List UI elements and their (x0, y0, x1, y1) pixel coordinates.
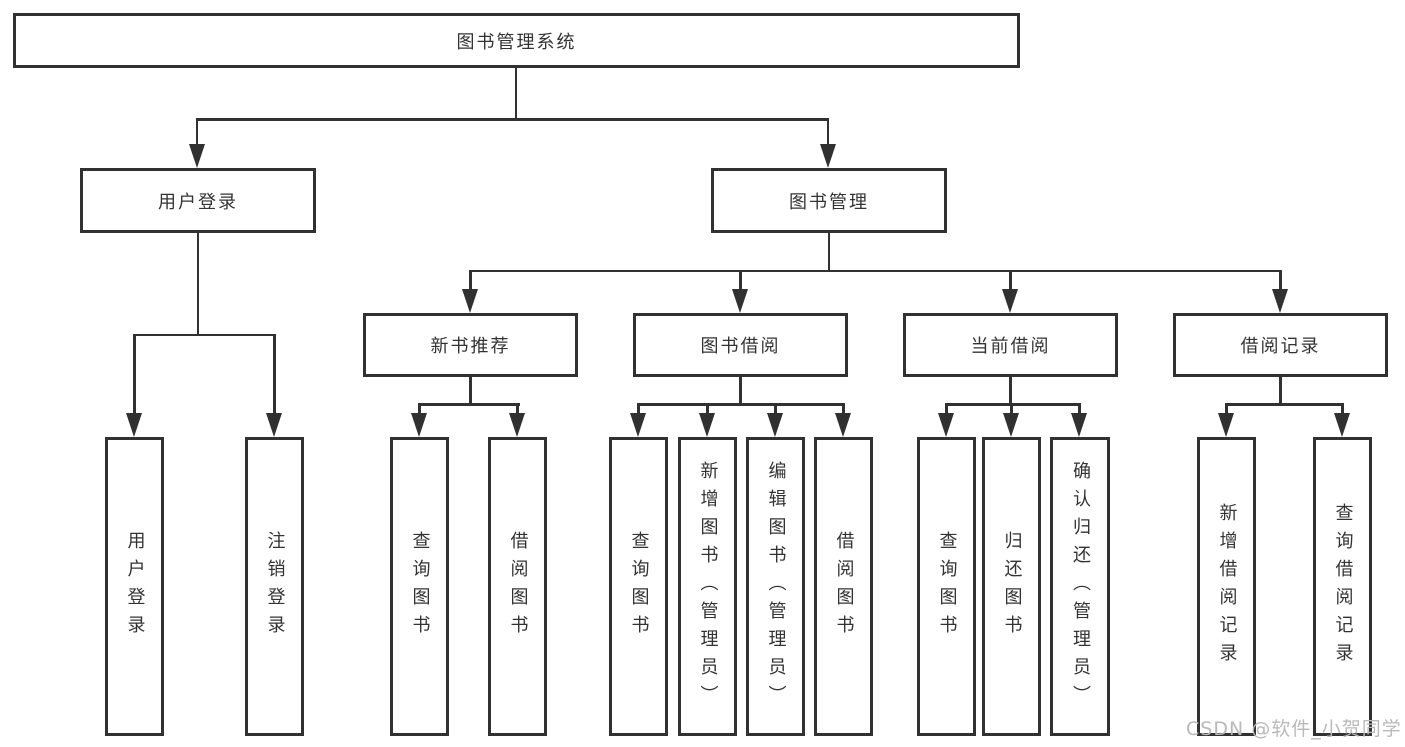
leaf-user-login: 用户登录 (105, 437, 164, 736)
arrow-down-icon (1003, 413, 1019, 437)
connector-line (469, 377, 472, 406)
node-root: 图书管理系统 (13, 13, 1020, 68)
connector-line (1009, 269, 1012, 291)
node-borrow-records: 借阅记录 (1173, 313, 1388, 377)
arrow-down-icon (1334, 413, 1350, 437)
node-book-borrowing: 图书借阅 (633, 313, 848, 377)
connector-line (1279, 377, 1282, 406)
connector-line (842, 403, 845, 415)
arrow-down-icon (699, 413, 715, 437)
connector-line (133, 333, 276, 336)
connector-line (637, 403, 845, 406)
arrow-down-icon (1071, 413, 1087, 437)
arrow-down-icon (1002, 289, 1018, 313)
leaf-records-add-record: 新增借阅记录 (1197, 437, 1256, 736)
leaf-current-confirm-return-admin: 确认归还（管理员） (1050, 437, 1110, 736)
node-user-login: 用户登录 (80, 168, 316, 233)
node-current-borrowing: 当前借阅 (903, 313, 1118, 377)
arrow-down-icon (819, 144, 836, 168)
arrow-down-icon (126, 413, 142, 437)
arrow-down-icon (767, 413, 783, 437)
leaf-records-query-record: 查询借阅记录 (1313, 437, 1372, 736)
connector-line (827, 233, 831, 272)
leaf-newbook-query-book: 查询图书 (390, 437, 449, 736)
leaf-newbook-borrow-book: 借阅图书 (488, 437, 547, 736)
arrow-down-icon (938, 413, 954, 437)
connector-line (1009, 377, 1012, 406)
arrow-down-icon (266, 413, 282, 437)
arrow-down-icon (411, 413, 427, 437)
arrow-down-icon (732, 289, 748, 313)
connector-line (1341, 403, 1344, 415)
connector-line (418, 403, 520, 406)
connector-line (774, 403, 777, 415)
arrow-down-icon (1218, 413, 1234, 437)
connector-line (1078, 403, 1081, 415)
leaf-current-return-book: 归还图书 (982, 437, 1041, 736)
connector-line (514, 68, 518, 121)
connector-line (196, 233, 200, 336)
arrow-down-icon (509, 413, 525, 437)
connector-line (739, 377, 742, 406)
leaf-borrow-add-book-admin: 新增图书（管理员） (678, 437, 737, 736)
connector-line (273, 333, 276, 414)
connector-line (637, 403, 640, 415)
csdn-watermark: CSDN @软件_小贺同学 (1186, 718, 1402, 740)
connector-line (1010, 403, 1013, 415)
connector-line (826, 118, 830, 146)
connector-line (469, 269, 1282, 272)
connector-line (1279, 269, 1282, 291)
arrow-down-icon (835, 413, 851, 437)
leaf-current-query-book: 查询图书 (917, 437, 976, 736)
connector-line (469, 269, 472, 291)
connector-line (195, 118, 830, 121)
connector-line (739, 269, 742, 291)
leaf-borrow-edit-book-admin: 编辑图书（管理员） (746, 437, 805, 736)
leaf-borrow-query-book: 查询图书 (609, 437, 668, 736)
connector-line (706, 403, 709, 415)
connector-line (133, 333, 136, 414)
connector-line (945, 403, 1081, 406)
arrow-down-icon (1272, 289, 1288, 313)
connector-line (195, 118, 199, 146)
node-book-management: 图书管理 (711, 168, 947, 233)
connector-line (418, 403, 421, 415)
node-new-book-recommend: 新书推荐 (363, 313, 578, 377)
connector-line (516, 403, 519, 415)
arrow-down-icon (462, 289, 478, 313)
arrow-down-icon (630, 413, 646, 437)
connector-line (945, 403, 948, 415)
connector-line (1225, 403, 1344, 406)
connector-line (1225, 403, 1228, 415)
leaf-borrow-borrow-book: 借阅图书 (814, 437, 873, 736)
leaf-logout: 注销登录 (245, 437, 304, 736)
arrow-down-icon (188, 144, 205, 168)
